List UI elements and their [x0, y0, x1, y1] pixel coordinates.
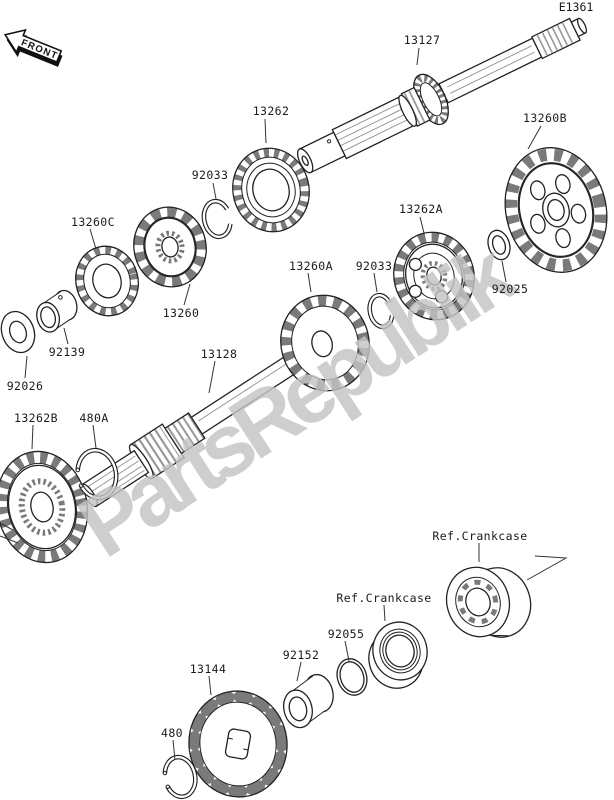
gear-13260a: [280, 294, 370, 392]
diagram-code: E1361: [559, 0, 594, 14]
snap-ring-92033-b: [367, 292, 395, 330]
pointer-arrow: [526, 555, 568, 581]
leader-13262b-left-2: [0, 535, 19, 544]
ref-label-crankcase-a: Ref.Crankcase: [432, 529, 527, 543]
gear-13262: [232, 147, 310, 233]
part-label-13260b: 13260B: [523, 111, 567, 125]
snap-ring-92033-a: [201, 198, 233, 240]
part-label-13260: 13260: [163, 306, 200, 320]
gear-13262b: [0, 450, 89, 564]
leader-lines: [24, 47, 542, 761]
part-label-13127: 13127: [404, 33, 441, 47]
front-direction-arrow: FRONT: [3, 28, 63, 67]
part-label-92033-b: 92033: [356, 259, 393, 273]
sprocket-13144: [188, 690, 288, 798]
part-label-92025: 92025: [492, 282, 529, 296]
part-label-13260a: 13260A: [289, 259, 333, 273]
washer-92025: [487, 229, 511, 261]
ref-label-crankcase-b: Ref.Crankcase: [336, 591, 431, 605]
gear-13260c: [75, 245, 139, 317]
dog-gear-13260: [133, 206, 207, 288]
part-label-13262: 13262: [253, 104, 290, 118]
o-ring-92055: [336, 658, 368, 696]
leader-13262b-left-1: [0, 522, 14, 531]
dog-gear-13262a: [393, 231, 475, 321]
part-label-92139: 92139: [49, 345, 86, 359]
bushing-92139: [36, 289, 78, 333]
part-label-92033-a: 92033: [192, 168, 229, 182]
part-label-92055: 92055: [328, 627, 365, 641]
part-label-13262b: 13262B: [14, 411, 58, 425]
collar-92152: [282, 673, 334, 729]
part-label-13262a: 13262A: [399, 202, 443, 216]
part-label-13144: 13144: [190, 662, 227, 676]
shaft-13127: [296, 17, 588, 174]
circlip-480a: [75, 447, 119, 501]
bearing-crankcase: [445, 566, 532, 638]
part-label-480a: 480A: [79, 411, 108, 425]
part-label-92026: 92026: [7, 379, 44, 393]
gear-13260b: [504, 147, 608, 273]
part-label-92152: 92152: [283, 648, 320, 662]
seal-crankcase: [368, 621, 428, 689]
part-label-480: 480: [161, 726, 183, 740]
part-label-13128: 13128: [201, 347, 238, 361]
circlip-480: [162, 754, 198, 800]
part-label-13260c: 13260C: [71, 215, 115, 229]
washer-92026: [0, 310, 36, 354]
